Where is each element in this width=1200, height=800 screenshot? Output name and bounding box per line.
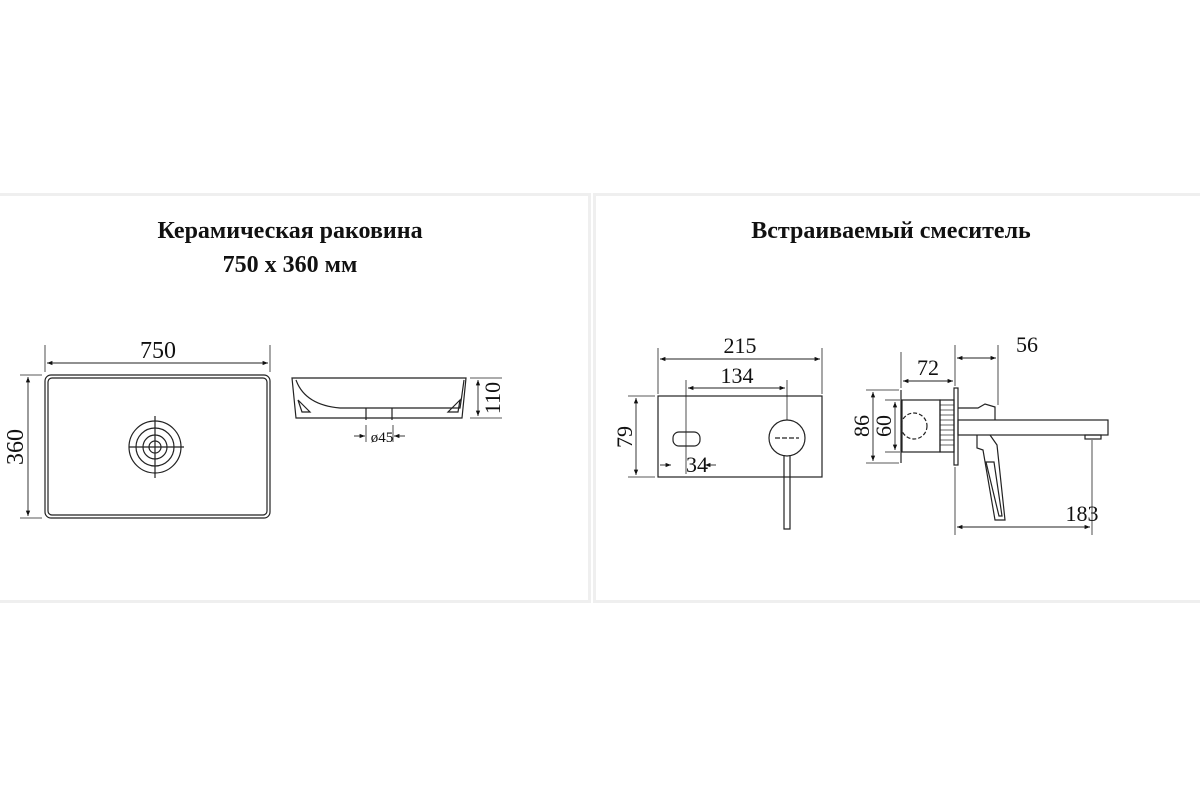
sink-title: Керамическая раковина [157,218,423,244]
sink-width-label: 750 [140,338,176,364]
inner-60-label: 60 [871,415,896,437]
drain-diameter-label: ø45 [371,430,394,446]
sink-height-label: 110 [480,382,505,414]
mixer-title: Встраиваемый смеситель [751,218,1031,244]
sink-top-view [20,345,271,519]
spacing-label: 134 [721,363,754,388]
sink-depth-label: 360 [3,429,29,465]
mixer-side-view [866,345,1109,535]
depth-72-label: 72 [917,355,939,380]
diverter-label: 34 [686,452,708,477]
spout-length-label: 183 [1066,501,1099,526]
depth-56-label: 56 [1016,332,1038,357]
outer-86-label: 86 [849,415,874,437]
mixer-front-view [628,348,823,530]
plate-width-label: 215 [724,333,757,358]
plate-height-label: 79 [612,426,637,448]
sink-subtitle: 750 х 360 мм [222,252,358,278]
sink-side-view [291,377,502,442]
mixer-panel [596,196,1200,600]
